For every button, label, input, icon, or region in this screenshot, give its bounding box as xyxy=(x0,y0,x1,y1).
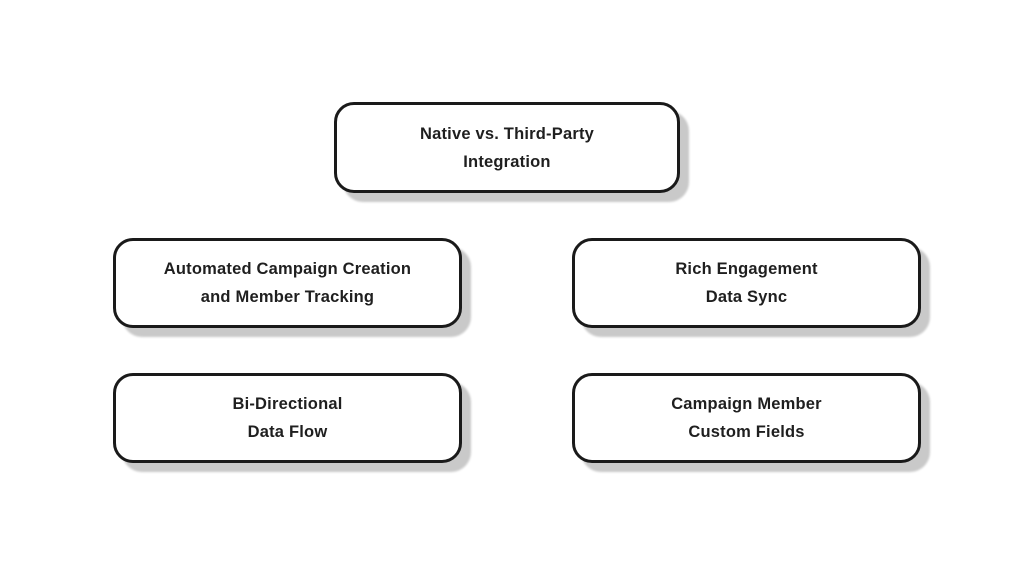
node-label-line: Automated Campaign Creation xyxy=(163,260,412,278)
node-label-line: Campaign Member xyxy=(671,395,822,413)
node-label-line: Native vs. Third-Party xyxy=(419,124,595,143)
node-label-line: Data Flow xyxy=(247,423,328,441)
node-label-line: Data Sync xyxy=(705,288,788,306)
node-native-vs-third-party-integration: Native vs. Third-Party Integration xyxy=(334,102,680,193)
node-automated-campaign-creation-and-member-tracking: Automated Campaign Creation and Member T… xyxy=(113,238,462,328)
node-label-line: Custom Fields xyxy=(688,423,805,441)
node-label-line: Integration xyxy=(463,152,551,171)
node-bi-directional-data-flow: Bi-Directional Data Flow xyxy=(113,373,462,463)
node-label-line: Rich Engagement xyxy=(675,260,818,278)
node-rich-engagement-data-sync: Rich Engagement Data Sync xyxy=(572,238,921,328)
node-label-line: and Member Tracking xyxy=(200,288,375,306)
node-campaign-member-custom-fields: Campaign Member Custom Fields xyxy=(572,373,921,463)
node-label-line: Bi-Directional xyxy=(232,395,343,413)
